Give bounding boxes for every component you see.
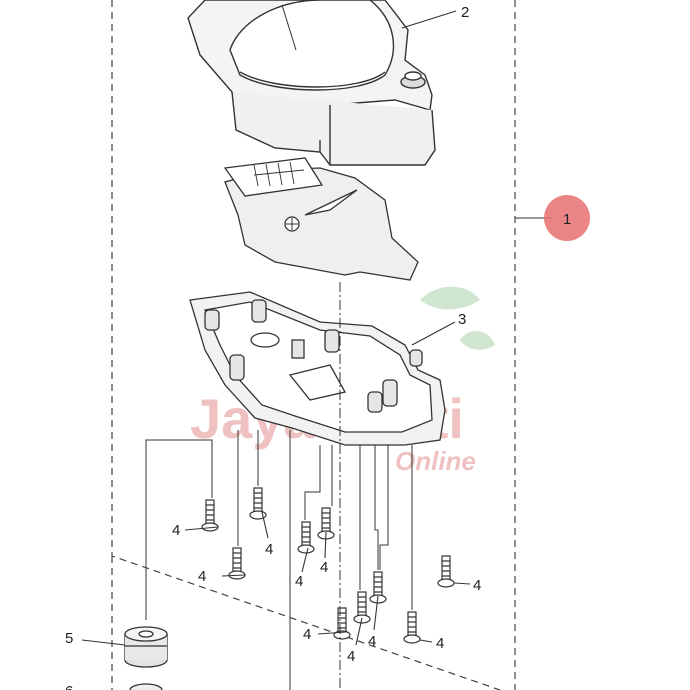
callout-6: 6 bbox=[65, 683, 73, 690]
callout-1-highlight bbox=[544, 195, 590, 241]
callout-3: 3 bbox=[458, 311, 466, 328]
meter-base-part bbox=[189, 291, 446, 446]
grommet-part bbox=[124, 626, 168, 668]
callout-4: 4 bbox=[436, 635, 444, 652]
callout-1: 1 bbox=[563, 211, 571, 228]
callout-4: 4 bbox=[303, 626, 311, 643]
callout-4: 4 bbox=[265, 541, 273, 558]
callout-4: 4 bbox=[172, 522, 180, 539]
callout-4: 4 bbox=[347, 648, 355, 665]
alignment-lines bbox=[145, 282, 413, 690]
callout-5: 5 bbox=[65, 630, 73, 647]
meter-face-part bbox=[223, 157, 419, 281]
callout-labels: 1 2 3 4 4 4 4 4 4 4 4 4 4 5 6 bbox=[65, 4, 571, 690]
meter-cover-part bbox=[187, 0, 436, 166]
callout-4: 4 bbox=[320, 559, 328, 576]
callout-4: 4 bbox=[368, 633, 376, 650]
callout-4: 4 bbox=[198, 568, 206, 585]
callout-4: 4 bbox=[473, 577, 481, 594]
washer-part bbox=[129, 683, 163, 690]
assembly-boundary bbox=[111, 0, 516, 690]
callout-4: 4 bbox=[295, 573, 303, 590]
watermark-sub: Online bbox=[395, 446, 476, 476]
callout-2: 2 bbox=[461, 4, 469, 21]
